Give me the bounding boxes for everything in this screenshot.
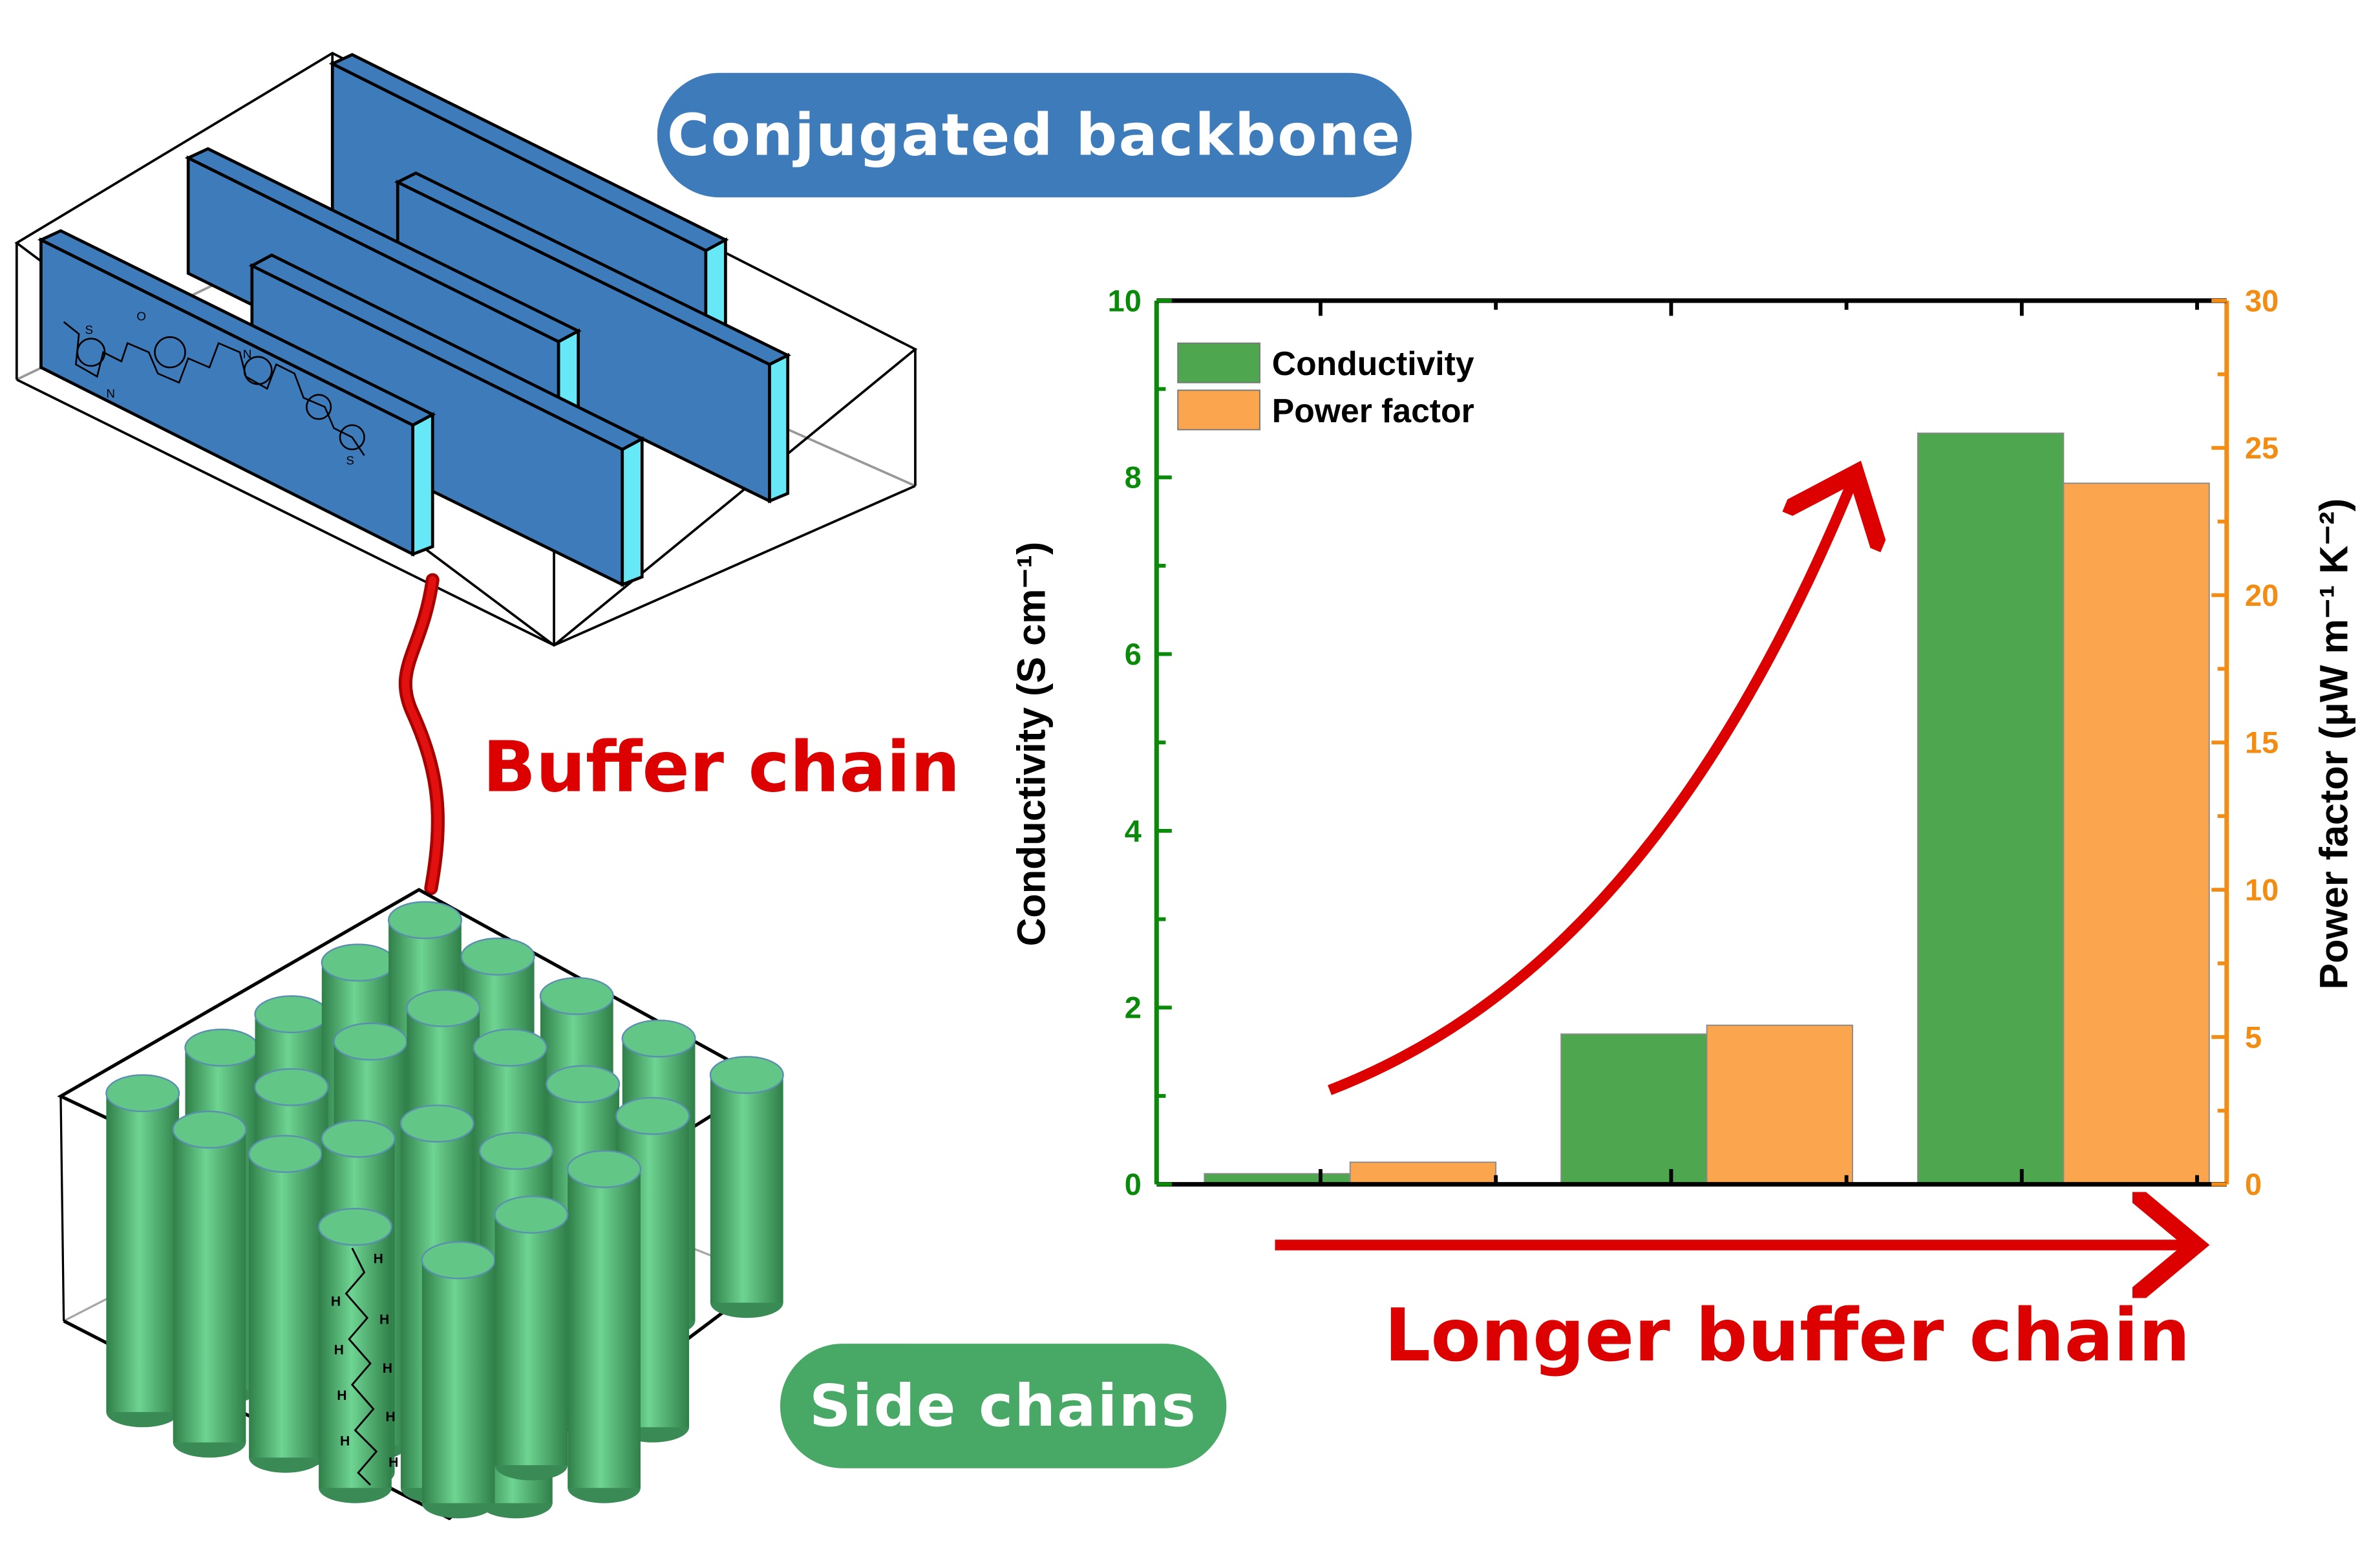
cylinder-cap (478, 1132, 553, 1170)
side-chains-label: Side chains (780, 1344, 1227, 1468)
cylinder-body (173, 1130, 246, 1443)
atom-sulfur-label-2: S (346, 454, 354, 467)
cylinder-body (421, 1260, 495, 1503)
bar-conductivity-2 (1560, 1033, 1708, 1185)
left-tick-label: 4 (1125, 813, 1142, 848)
side-chain-cylinder (421, 1241, 496, 1519)
cylinder-cap (494, 1196, 569, 1234)
cylinder-body (710, 1075, 783, 1303)
lamella-front (37, 229, 436, 557)
chart-legend: Conductivity Power factor (1177, 342, 1474, 431)
cylinder-cap (172, 1110, 247, 1149)
side-chain-cylinder (248, 1135, 323, 1473)
hydrogen-label-8: H (340, 1433, 350, 1448)
cylinder-body (319, 1227, 392, 1488)
conjugated-backbone-label: Conjugated backbone (657, 72, 1412, 198)
right-axis-title: Power factor (μW m⁻¹ K⁻²) (2311, 498, 2357, 990)
cylinder-cap (615, 1097, 690, 1135)
hydrogen-label-6: H (337, 1388, 346, 1403)
right-tick-label: 0 (2245, 1167, 2262, 1201)
left-axis-title: Conductivity (S cm⁻¹) (1008, 541, 1054, 947)
side-chain-cylinder (105, 1074, 180, 1428)
cylinder-body (249, 1154, 322, 1458)
cylinder-cap (387, 901, 463, 939)
hydrogen-label-5: H (383, 1361, 392, 1376)
legend-swatch-power-factor (1177, 389, 1260, 431)
atom-nitrogen-label: N (106, 387, 115, 400)
side-chain-cylinder (709, 1056, 784, 1318)
cylinder-cap (105, 1074, 180, 1113)
buffer-chain-label: Buffer chain (482, 725, 961, 808)
left-tick-label: 10 (1108, 283, 1142, 317)
lamella-right (394, 171, 792, 504)
side-chain-cylinder (317, 1207, 393, 1503)
cylinder-body (106, 1093, 180, 1412)
longer-buffer-chain-label: Longer buffer chain (1384, 1293, 2191, 1379)
cylinder-cap (709, 1056, 784, 1094)
hydrogen-label-2: H (331, 1294, 341, 1309)
cylinder-cap (546, 1065, 621, 1103)
side-chain-box-illustration: H H H H H H H H H (57, 888, 784, 1521)
increase-trend-arrow (1328, 483, 1852, 1095)
buffer-chain-illustration (398, 573, 445, 896)
hydrogen-label-4: H (334, 1343, 344, 1358)
backbone-molecule-structure (63, 321, 365, 456)
chart-ticks: 0 2 4 6 8 10 0 5 10 15 20 25 30 (1108, 283, 2279, 1201)
atom-oxygen-label: O (136, 309, 146, 323)
atom-nitrogen-label-2: N (243, 347, 252, 361)
bar-conductivity-3 (1917, 433, 2065, 1185)
right-tick-label: 5 (2245, 1020, 2262, 1054)
chart-bars (1204, 433, 2210, 1185)
legend-label-power-factor: Power factor (1272, 392, 1474, 429)
atom-sulfur-label: S (85, 323, 93, 337)
hydrogen-label-7: H (385, 1410, 395, 1424)
side-chain-cylinder (494, 1196, 569, 1481)
cylinder-cap (539, 977, 614, 1015)
cylinder-cap (460, 938, 535, 976)
right-tick-label: 10 (2245, 872, 2279, 907)
cylinder-body (494, 1214, 568, 1466)
hydrogen-label-1: H (374, 1252, 383, 1267)
alkyl-chain-structure (345, 1247, 378, 1486)
backbone-box-illustration: S N O N S (14, 52, 918, 647)
bar-power-factor-3 (2063, 482, 2210, 1185)
legend-label-conductivity: Conductivity (1272, 345, 1474, 382)
backbone-lamellae (37, 52, 792, 587)
left-tick-label: 2 (1125, 991, 1142, 1025)
cylinder-cap (254, 1068, 329, 1106)
cylinder-body (568, 1169, 641, 1488)
cylinder-cap (321, 1119, 396, 1158)
hydrogen-label-3: H (379, 1313, 389, 1327)
bar-power-factor-1 (1349, 1161, 1497, 1185)
right-tick-label: 15 (2245, 725, 2279, 760)
left-tick-label: 0 (1125, 1167, 1142, 1201)
bar-power-factor-2 (1706, 1024, 1853, 1185)
right-tick-label: 30 (2245, 283, 2279, 317)
right-tick-label: 20 (2245, 578, 2279, 612)
left-tick-label: 8 (1125, 460, 1142, 495)
cylinder-cap (567, 1150, 642, 1188)
legend-swatch-conductivity (1177, 342, 1260, 383)
cylinder-cap (406, 989, 481, 1027)
cylinder-cap (399, 1104, 474, 1143)
side-chain-cylinder (567, 1150, 642, 1503)
side-chain-cylinders (105, 901, 784, 1519)
side-chain-cylinder (172, 1110, 247, 1458)
left-tick-label: 6 (1125, 637, 1142, 671)
cylinder-cap (473, 1028, 547, 1067)
cylinder-cap (621, 1019, 696, 1058)
cylinder-cap (317, 1207, 393, 1246)
right-tick-label: 25 (2245, 431, 2279, 465)
hydrogen-label-9: H (388, 1455, 398, 1470)
